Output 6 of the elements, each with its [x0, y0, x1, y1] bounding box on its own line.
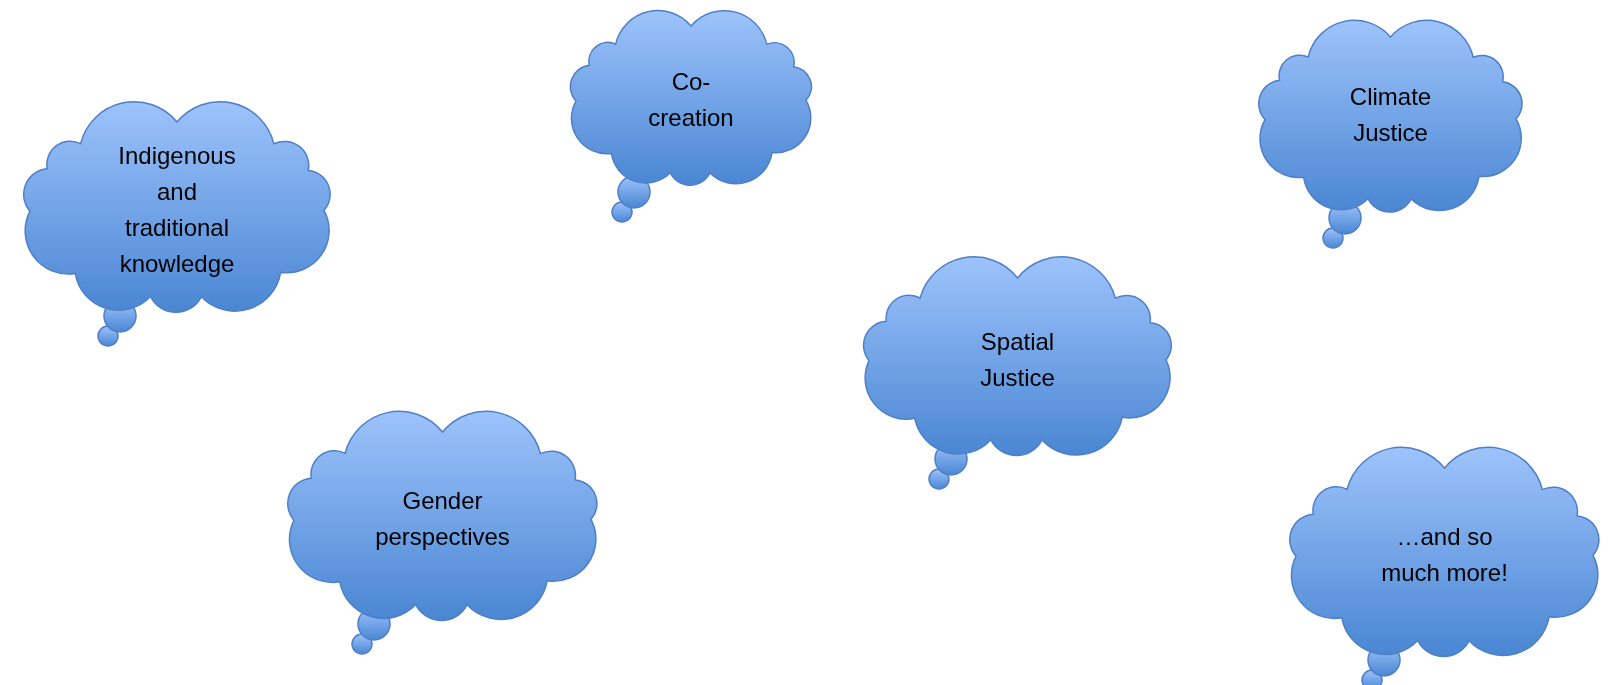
bubble-text: Indigenous and traditional knowledge: [117, 141, 237, 279]
bubble-text: Co-creation: [647, 67, 735, 133]
bubble-text: Climate Justice: [1348, 81, 1433, 148]
bubble-text: Gender perspectives: [374, 486, 511, 552]
bubble-text: Spatial Justice: [979, 326, 1056, 393]
bubble-text: …and so much more!: [1380, 522, 1509, 588]
